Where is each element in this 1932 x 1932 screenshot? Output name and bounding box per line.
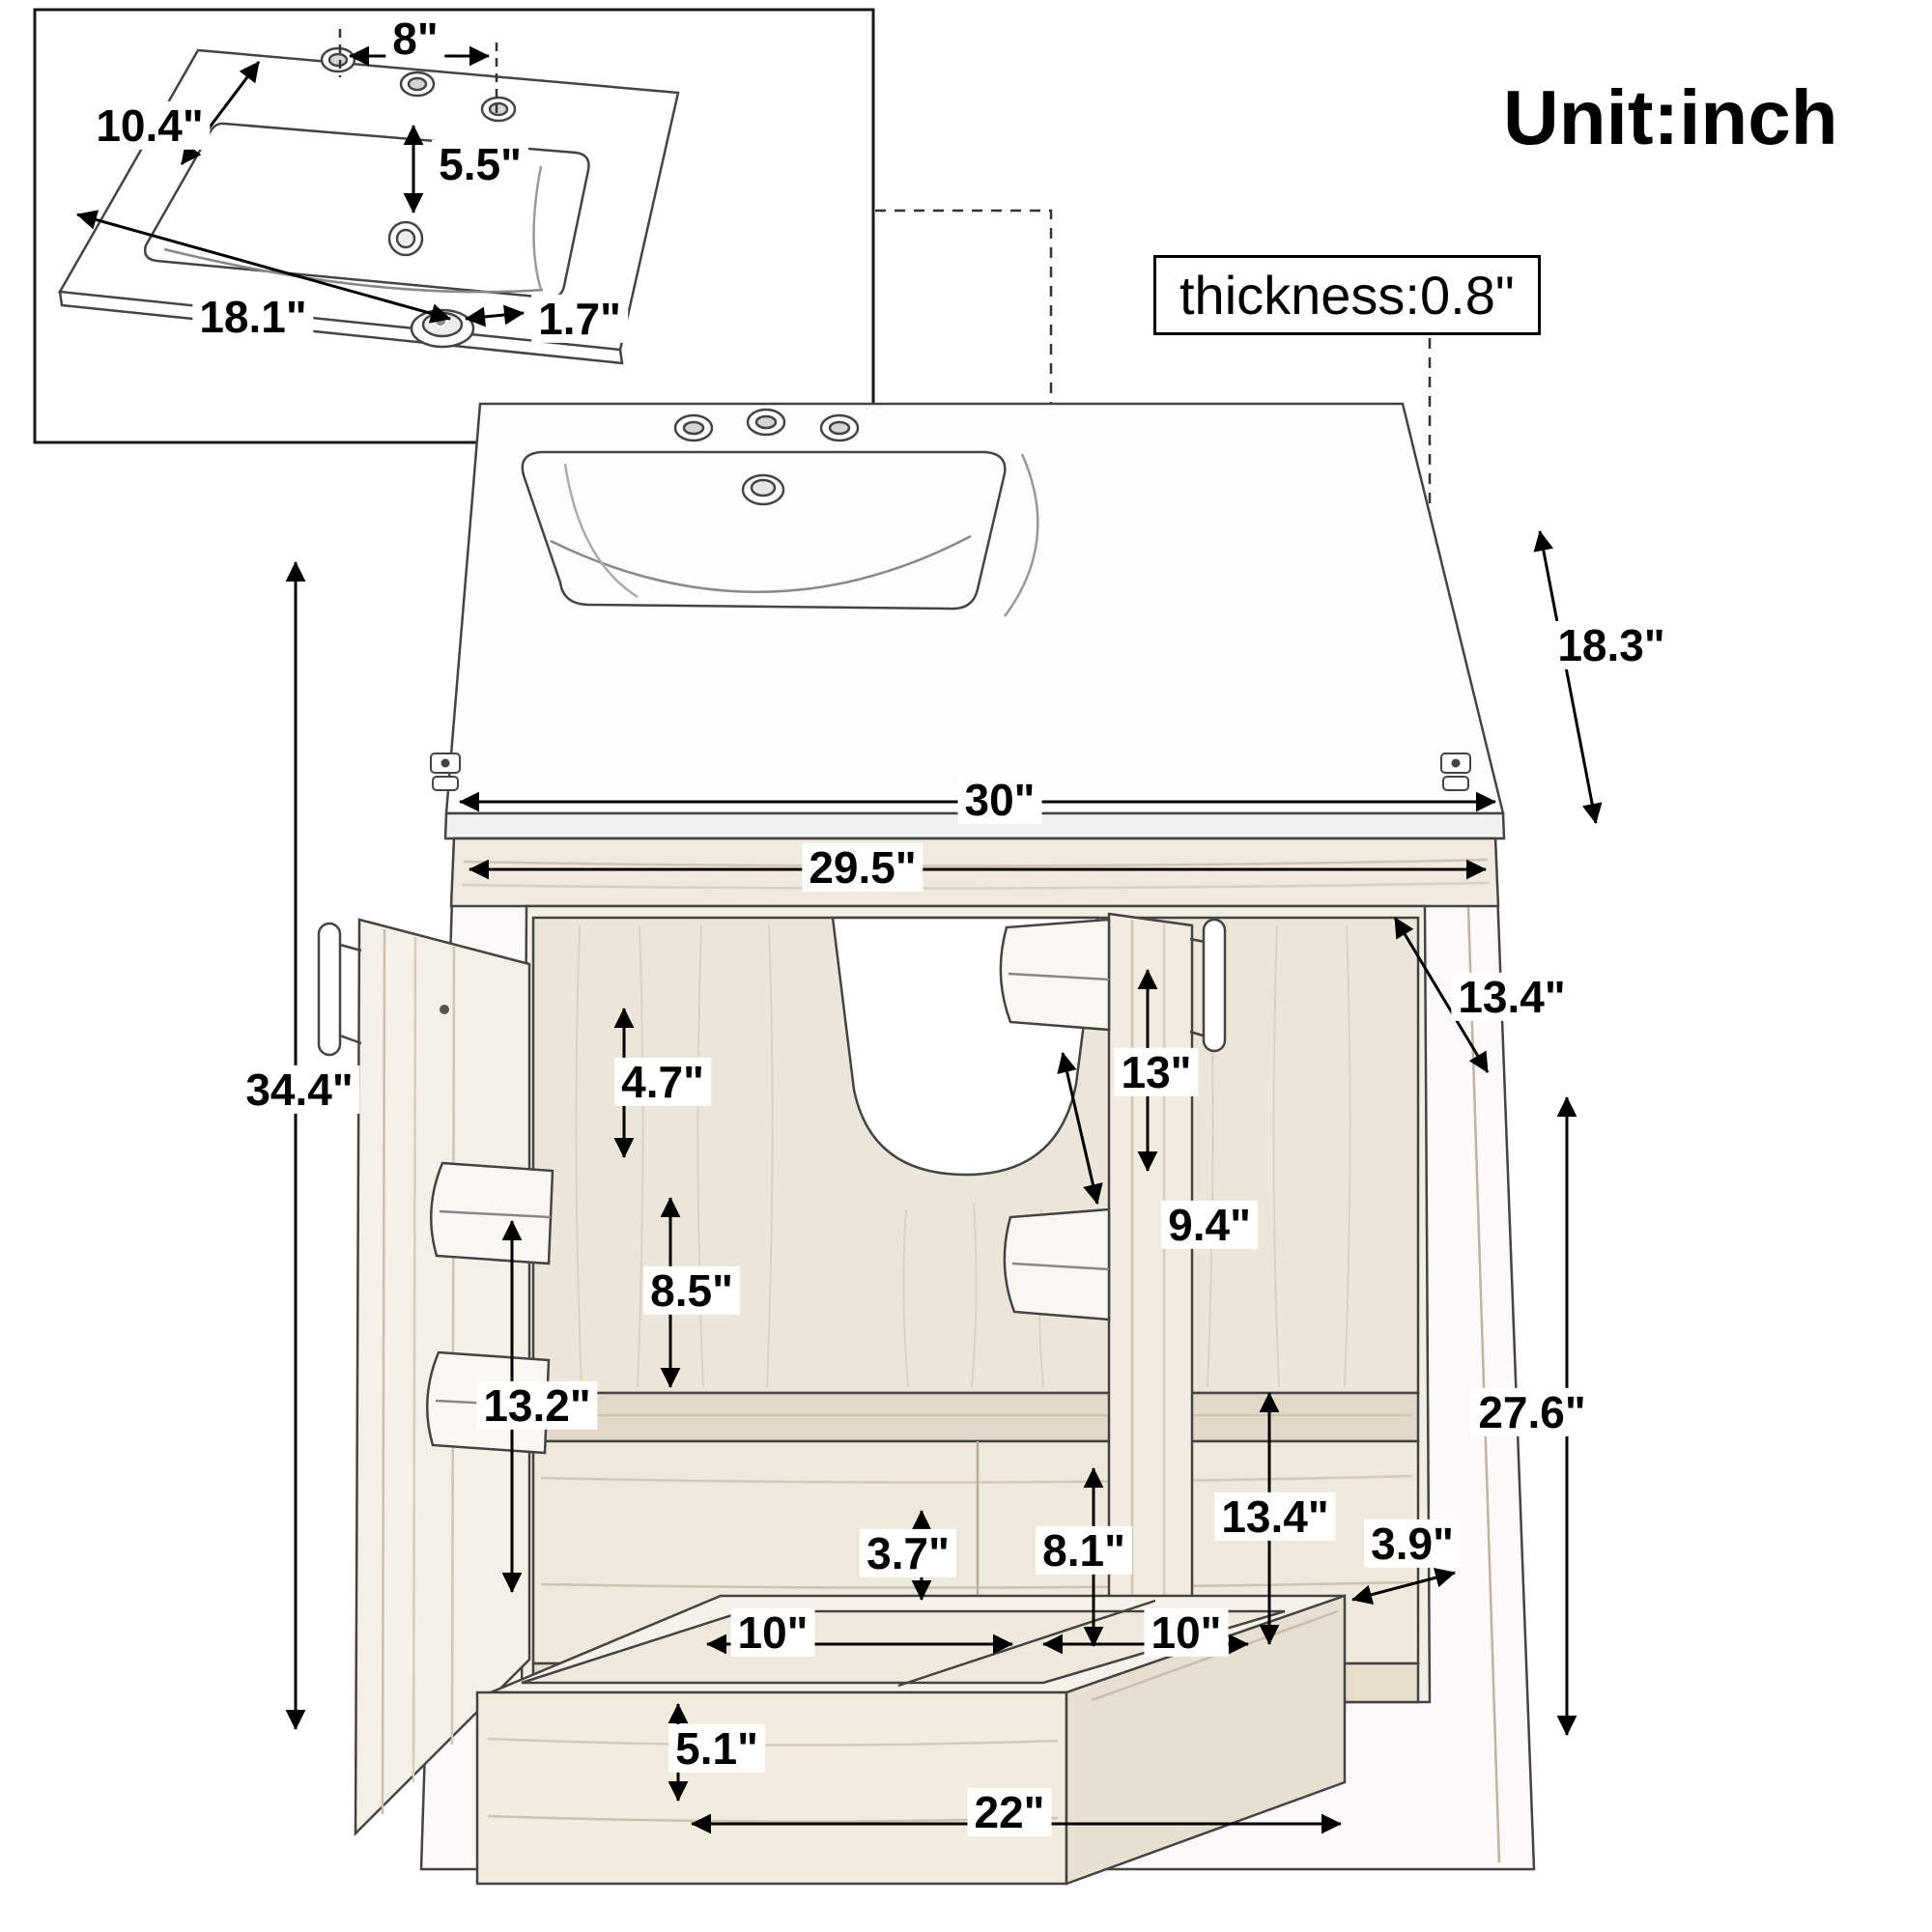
dim-drawer-width: 22" [967, 1787, 1052, 1837]
dim-shelf-top-gap: 4.7" [614, 1057, 711, 1107]
dim-drawer-left-compartment: 10" [730, 1607, 815, 1658]
dim-drawer-cavity-height: 8.1" [1036, 1525, 1132, 1576]
cabinet-mid-shelf [531, 1391, 1420, 1443]
dim-top-width: 30" [957, 775, 1042, 825]
sink-top-inset [33, 8, 875, 444]
sink-basin [521, 450, 1007, 611]
drawer-divider [897, 1599, 1156, 1688]
dim-door-height: 27.6" [1471, 1387, 1593, 1437]
dim-side-depth: 13.4" [1451, 972, 1573, 1022]
right-door-shelf [999, 918, 1111, 1032]
thickness-callout: thickness:0.8" [1153, 255, 1541, 335]
dim-top-depth: 18.3" [1550, 620, 1672, 670]
arrow-shelf-depth [1351, 1568, 1456, 1605]
arrow-drain-diameter [465, 304, 525, 327]
dim-hole-spacing: 8" [385, 14, 445, 64]
dim-drawer-right-compartment: 10" [1144, 1607, 1229, 1658]
extension-lines [338, 29, 498, 118]
dim-drawer-cavity-depth: 13.4" [1214, 1492, 1336, 1542]
dim-inset-width: 18.1" [192, 292, 314, 342]
dim-cutout-height: 13" [1114, 1047, 1199, 1097]
dim-divider-height: 3.7" [860, 1528, 956, 1578]
dim-inset-depth: 10.4" [89, 100, 211, 151]
arrow-top-depth [1533, 530, 1603, 824]
cabinet-top-rail [449, 837, 1500, 908]
hinge-right-icon [1440, 753, 1471, 791]
dim-left-shelf-spacing: 8.5" [643, 1265, 740, 1316]
sink-top-front-edge [443, 811, 1506, 840]
right-door-handle [1189, 918, 1227, 1053]
dim-overall-height: 34.4" [239, 1065, 360, 1115]
dim-center-offset: 5.5" [432, 139, 528, 189]
dim-shelf-depth: 3.9" [1364, 1519, 1461, 1569]
unit-title: Unit:inch [1503, 74, 1838, 160]
arrow-right-shelf-spacing [1057, 1052, 1103, 1205]
right-door-shelf [1003, 1208, 1111, 1321]
arrow-inset-width [76, 210, 451, 324]
dim-right-shelf-spacing: 9.4" [1161, 1200, 1258, 1250]
dim-drawer-height: 5.1" [668, 1723, 765, 1774]
hinge-left-icon [430, 753, 461, 791]
arrow-side-depth [1393, 917, 1490, 1073]
dim-left-door-lower: 13.2" [476, 1380, 598, 1431]
left-door-handle [317, 922, 362, 1057]
dim-cabinet-width: 29.5" [802, 842, 923, 893]
sink-top [443, 402, 1506, 840]
dim-drain-diameter: 1.7" [531, 294, 628, 344]
